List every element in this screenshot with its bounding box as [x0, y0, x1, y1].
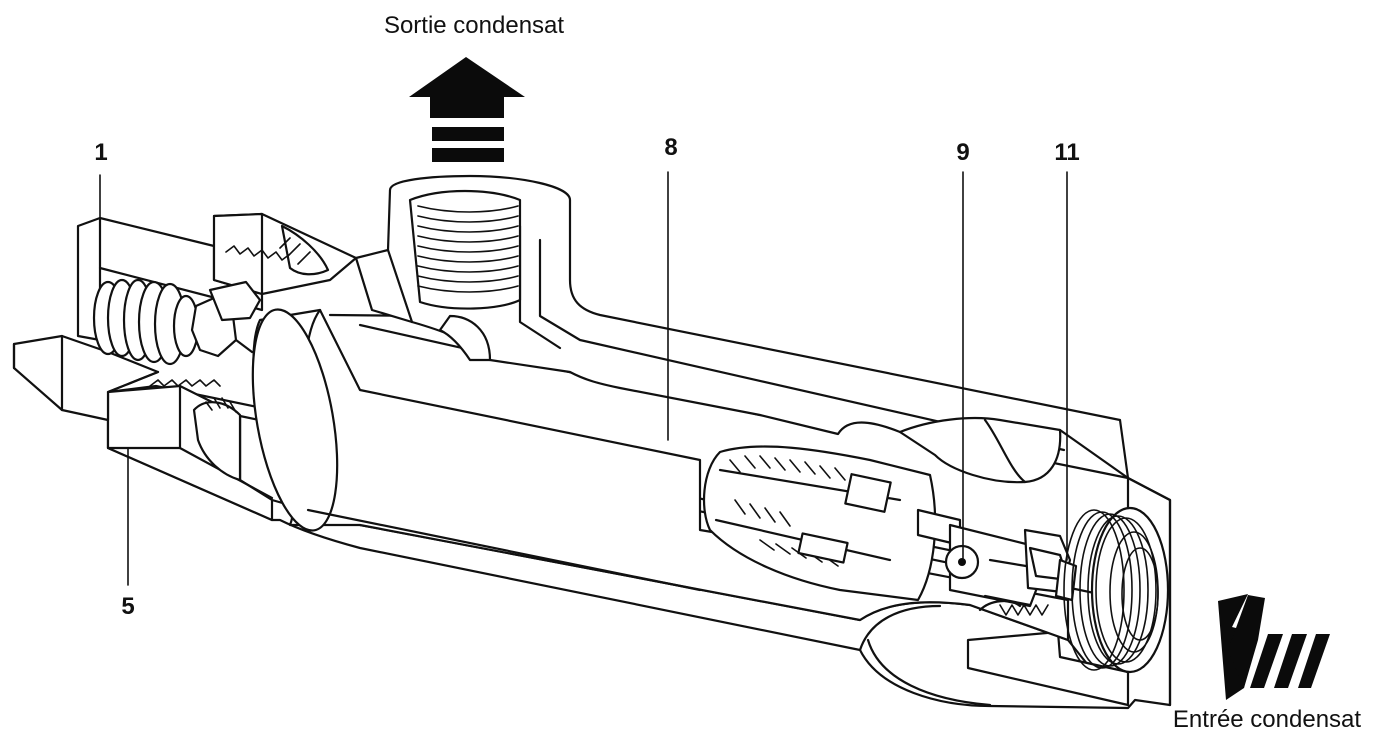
trap-body: [12, 334, 1172, 710]
left-cap-assembly: [76, 212, 358, 410]
outlet-label: Sortie condensat: [384, 12, 564, 39]
inlet-arrow-icon: [1218, 594, 1330, 700]
inlet-label: Entrée condensat: [1173, 706, 1361, 733]
outlet-arrow-icon: [409, 57, 525, 162]
part-label-11: 11: [1054, 139, 1079, 166]
valve-internals: [702, 445, 1078, 616]
part-label-9: 9: [956, 139, 969, 166]
inlet-port-thread: [1063, 506, 1170, 674]
part-label-5: 5: [121, 593, 134, 620]
outlet-port: [354, 174, 1130, 484]
part-label-1: 1: [94, 139, 107, 166]
outlet-thread: [417, 205, 519, 293]
part-label-8: 8: [664, 134, 677, 161]
leader-lines: [99, 171, 1068, 586]
spring-coils: [92, 278, 200, 366]
